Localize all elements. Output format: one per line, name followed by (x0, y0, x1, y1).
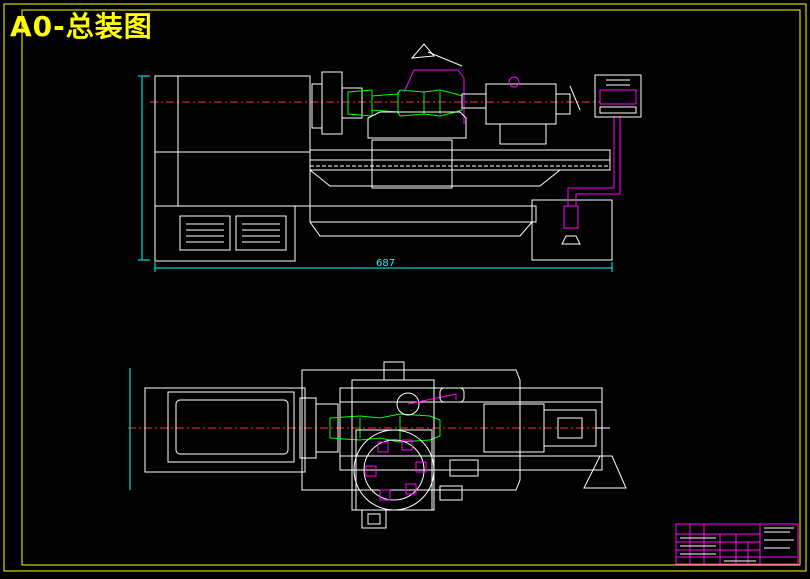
width-dimension-label: 687 (376, 258, 395, 269)
foot-pedal (583, 455, 627, 489)
title-block (675, 523, 799, 565)
control-display (599, 89, 637, 105)
coolant-pipe (567, 116, 615, 206)
width-dimension (138, 75, 613, 272)
apron (371, 139, 453, 189)
drawing-title: A0-总装图 (10, 10, 153, 43)
workpiece (347, 89, 463, 117)
work-lamp (403, 69, 465, 124)
lamp-shade (410, 43, 435, 59)
top-headstock (144, 387, 306, 473)
saddle (367, 111, 467, 139)
tailstock-quill (461, 93, 487, 109)
chuck-flange (311, 83, 323, 129)
top-bed (301, 369, 521, 491)
left-cabinet (154, 205, 296, 262)
vent-right (235, 215, 287, 251)
front-view (138, 43, 642, 272)
title-block-text-strokes (680, 527, 794, 562)
bed-base (309, 205, 537, 223)
top-bed-rail (339, 387, 603, 471)
tailstock (485, 83, 557, 125)
turret-tools (365, 439, 427, 501)
chuck (321, 71, 343, 135)
right-cabinet (531, 199, 613, 261)
inner-frame (21, 9, 801, 566)
vent-left (179, 215, 231, 251)
top-view (128, 361, 627, 529)
top-workpiece (329, 413, 441, 443)
handwheel-top (396, 392, 420, 416)
outer-frame (3, 3, 807, 572)
control-panel (594, 74, 642, 118)
